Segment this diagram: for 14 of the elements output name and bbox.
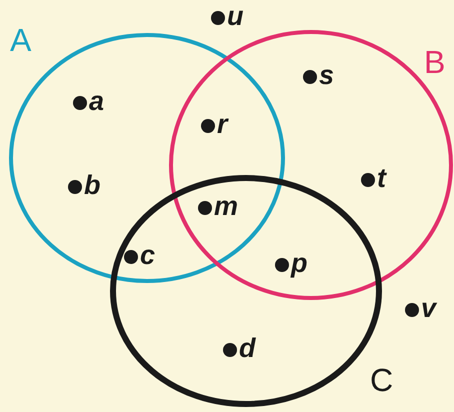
element-label: s: [319, 62, 334, 89]
set-label: A: [10, 24, 32, 56]
set-label: C: [370, 364, 394, 396]
element-label: a: [89, 88, 104, 115]
element-label: b: [84, 172, 100, 199]
element-label: u: [227, 3, 244, 30]
element-label: r: [217, 111, 228, 138]
element-label: p: [291, 250, 308, 277]
element-label: c: [140, 242, 156, 269]
element-label: m: [214, 193, 238, 220]
set-label: B: [424, 46, 446, 78]
element-label: d: [239, 335, 256, 362]
element-label: v: [421, 295, 436, 322]
element-label: t: [377, 165, 386, 192]
